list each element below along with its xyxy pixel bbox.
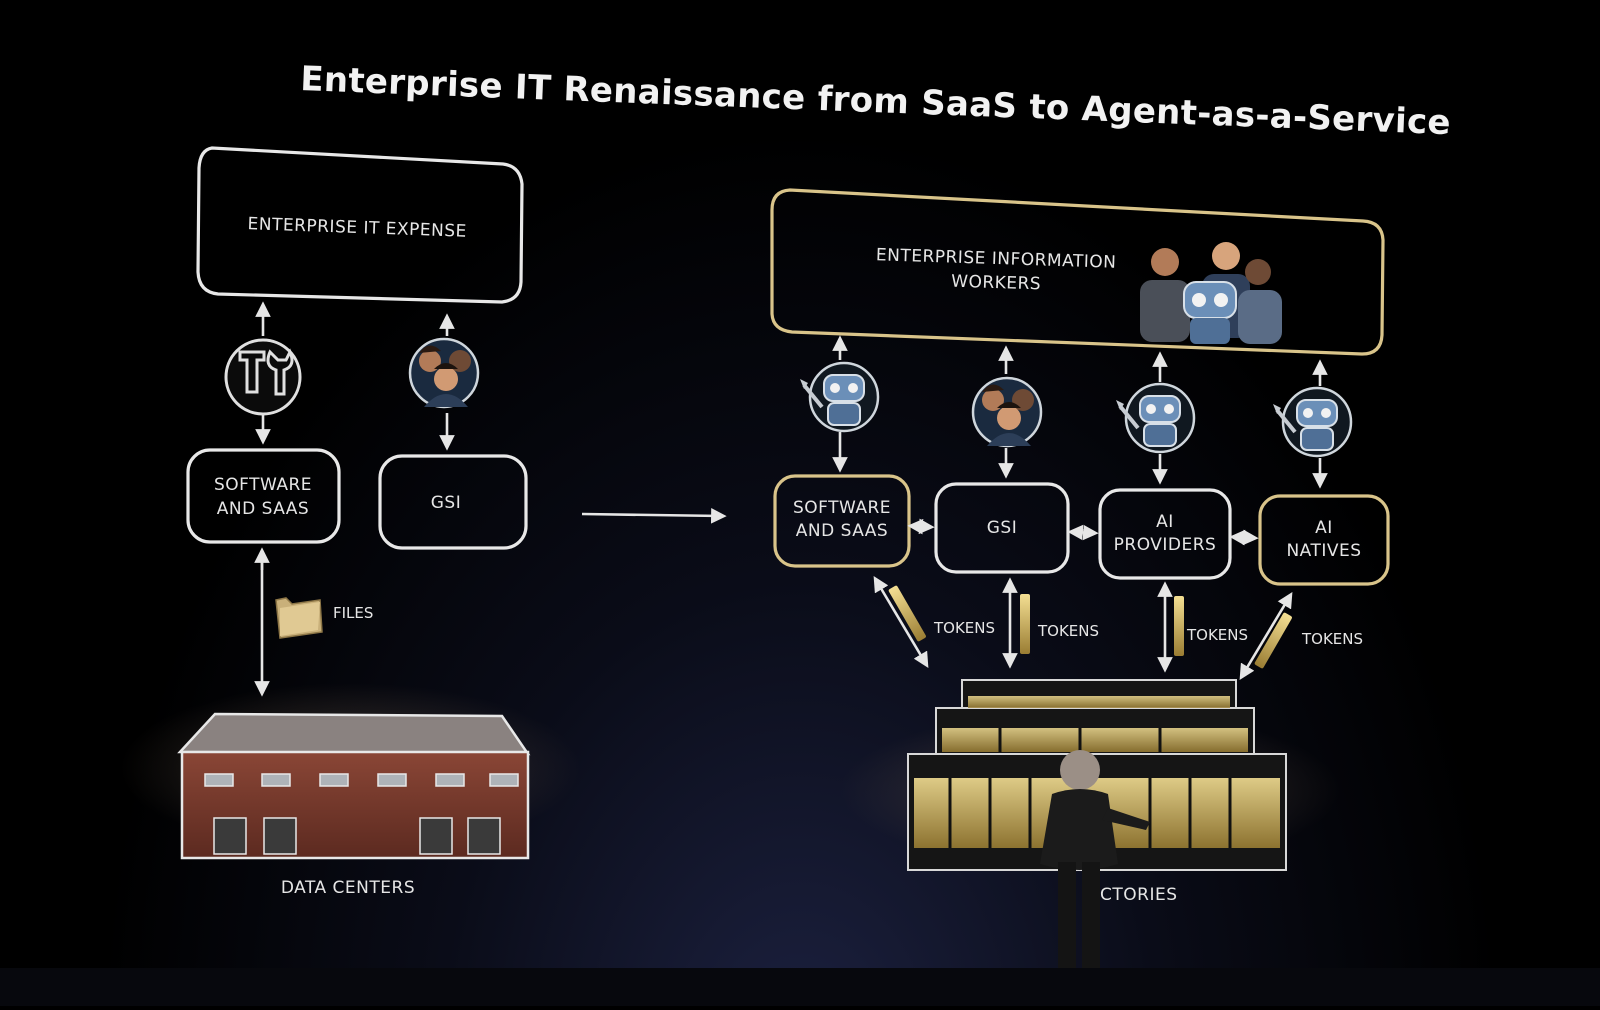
ai-providers-box — [1098, 488, 1232, 580]
left-gsi-box — [378, 454, 528, 550]
workers-label-2: WORKERS — [951, 272, 1042, 295]
transition-arrow — [581, 508, 727, 524]
robot-icon-software — [798, 361, 880, 433]
workers-label-1: ENTERPRISE INFORMATION — [876, 245, 1117, 273]
right-vertical-arrows — [832, 335, 1328, 489]
ai-providers-label-2: PROVIDERS — [1114, 535, 1217, 555]
right-software-label-1: SOFTWARE — [793, 498, 891, 518]
enterprise-it-expense-box — [196, 146, 524, 304]
people-robot-icon-gsi — [971, 376, 1043, 448]
tokens-label-2: TOKENS — [1037, 622, 1099, 640]
tokens-label-4: TOKENS — [1301, 630, 1363, 648]
ai-natives-label-2: NATIVES — [1286, 541, 1361, 561]
robot-icon-ai-natives — [1271, 386, 1353, 458]
enterprise-workers-box — [770, 188, 1385, 356]
stage-floor — [0, 968, 1600, 1006]
presenter-figure — [1040, 750, 1150, 974]
slide-title: Enterprise IT Renaissance from SaaS to A… — [300, 59, 1452, 143]
enterprise-it-expense-label: ENTERPRISE IT EXPENSE — [247, 214, 467, 242]
ai-natives-label-1: AI — [1315, 518, 1333, 538]
right-software-label-2: AND SAAS — [796, 521, 888, 541]
left-software-saas-box — [186, 448, 341, 544]
ai-providers-label-1: AI — [1156, 512, 1174, 532]
horizontal-double-arrows — [907, 518, 1259, 546]
tokens-label-3: TOKENS — [1186, 626, 1248, 644]
people-icon — [408, 337, 480, 409]
tokens-label-1: TOKENS — [933, 619, 995, 637]
folder-icon — [275, 597, 323, 639]
left-software-label-2: AND SAAS — [217, 499, 309, 519]
datacenters-label: DATA CENTERS — [281, 878, 415, 898]
token-arrows — [873, 575, 1293, 681]
workers-group-icon — [1140, 242, 1282, 344]
left-gsi-label: GSI — [431, 493, 461, 513]
factories-label: CTORIES — [1100, 885, 1178, 905]
ai-natives-box — [1258, 494, 1390, 586]
robot-icon-ai-providers — [1114, 382, 1196, 454]
datacenter-icon — [120, 683, 580, 860]
tools-icon — [224, 338, 302, 416]
right-gsi-label: GSI — [987, 518, 1017, 538]
left-software-label-1: SOFTWARE — [214, 475, 312, 495]
files-label: FILES — [333, 604, 373, 622]
